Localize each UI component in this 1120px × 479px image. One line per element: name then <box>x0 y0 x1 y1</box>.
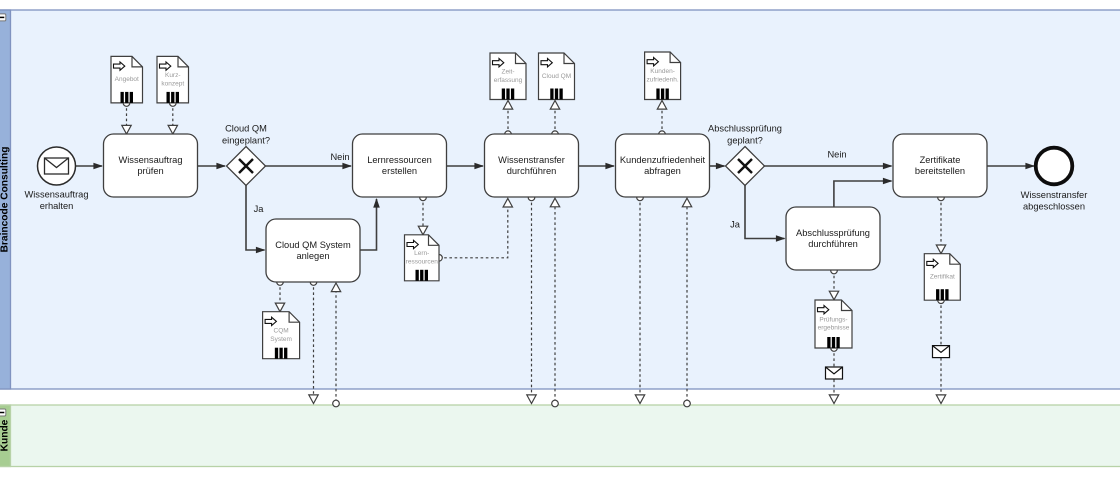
svg-text:Wissenstransfer: Wissenstransfer <box>498 155 565 165</box>
svg-text:Lern-: Lern- <box>414 250 429 257</box>
svg-text:Wissensauftrag: Wissensauftrag <box>118 155 182 165</box>
svg-text:Cloud QM: Cloud QM <box>225 124 267 134</box>
svg-text:Zertifikate: Zertifikate <box>920 155 961 165</box>
svg-text:Braincode Consulting: Braincode Consulting <box>0 147 11 253</box>
svg-text:konzept: konzept <box>161 80 184 87</box>
svg-text:Kunde: Kunde <box>0 419 11 451</box>
svg-text:erhalten: erhalten <box>40 201 74 211</box>
svg-text:Kurz-: Kurz- <box>165 72 181 79</box>
svg-text:System: System <box>270 336 292 343</box>
svg-text:Wissensauftrag: Wissensauftrag <box>24 189 88 199</box>
svg-text:durchführen: durchführen <box>808 239 858 249</box>
svg-text:Cloud QM: Cloud QM <box>542 73 571 80</box>
svg-text:Angebot: Angebot <box>115 76 139 83</box>
svg-text:erstellen: erstellen <box>382 166 417 176</box>
svg-text:erfassung: erfassung <box>494 77 523 84</box>
svg-text:Wissenstransfer: Wissenstransfer <box>1021 190 1088 200</box>
svg-text:Ja: Ja <box>730 220 741 230</box>
svg-text:anlegen: anlegen <box>296 251 329 261</box>
svg-text:CQM: CQM <box>274 328 289 335</box>
svg-text:Abschlussprüfung: Abschlussprüfung <box>708 124 782 134</box>
svg-text:Zeit-: Zeit- <box>502 69 515 76</box>
svg-text:ressourcen: ressourcen <box>406 259 439 266</box>
svg-text:Kunden-: Kunden- <box>650 68 675 75</box>
svg-text:Abschlussprüfung: Abschlussprüfung <box>796 228 870 238</box>
svg-text:ergebnisse: ergebnisse <box>818 325 850 332</box>
svg-text:Lernressourcen: Lernressourcen <box>367 155 432 165</box>
svg-text:geplant?: geplant? <box>727 136 763 146</box>
svg-text:Prüfungs-: Prüfungs- <box>819 316 847 323</box>
svg-text:eingeplant?: eingeplant? <box>222 136 270 146</box>
svg-text:Cloud QM System: Cloud QM System <box>275 240 351 250</box>
svg-text:durchführen: durchführen <box>507 166 557 176</box>
svg-text:zufriedenh.: zufriedenh. <box>647 76 679 83</box>
svg-text:prüfen: prüfen <box>137 166 163 176</box>
svg-text:Kundenzufriedenheit: Kundenzufriedenheit <box>620 155 706 165</box>
svg-text:Zertifikat: Zertifikat <box>930 273 955 280</box>
svg-text:abfragen: abfragen <box>644 166 681 176</box>
svg-text:Nein: Nein <box>330 152 349 162</box>
svg-text:Ja: Ja <box>254 204 265 214</box>
svg-text:bereitstellen: bereitstellen <box>915 166 965 176</box>
svg-text:abgeschlossen: abgeschlossen <box>1023 202 1085 212</box>
svg-text:Nein: Nein <box>827 150 846 160</box>
